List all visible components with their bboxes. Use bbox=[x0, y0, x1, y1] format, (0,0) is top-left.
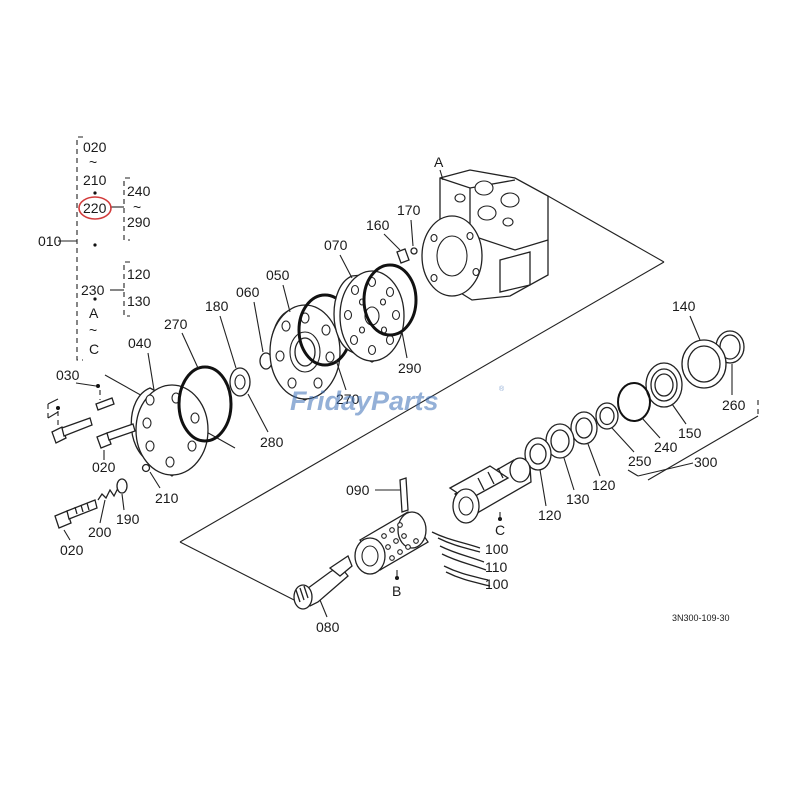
label-100-upper: 100 bbox=[485, 541, 509, 557]
seal-150 bbox=[645, 362, 683, 408]
o-ring-240 bbox=[617, 382, 651, 422]
bolt-020-upper bbox=[51, 406, 93, 444]
label-120-right: 120 bbox=[592, 477, 616, 493]
pin-030 bbox=[95, 384, 115, 411]
end-plate-040 bbox=[130, 384, 209, 477]
watermark-logo: FridayParts bbox=[290, 386, 439, 416]
watermark-registered: ® bbox=[499, 385, 505, 393]
label-030: 030 bbox=[56, 367, 80, 383]
label-270-right: 270 bbox=[336, 391, 360, 407]
label-250: 250 bbox=[628, 453, 652, 469]
tilde-1: ~ bbox=[89, 154, 97, 170]
label-A-housing: A bbox=[434, 154, 444, 170]
label-270-left: 270 bbox=[164, 316, 188, 332]
label-190: 190 bbox=[116, 511, 140, 527]
label-090: 090 bbox=[346, 482, 370, 498]
label-050: 050 bbox=[266, 267, 290, 283]
centering-springs-100-110 bbox=[431, 531, 491, 587]
valve-housing-A bbox=[421, 169, 549, 301]
label-230: 230 bbox=[81, 282, 105, 298]
label-070: 070 bbox=[324, 237, 348, 253]
label-170: 170 bbox=[397, 202, 421, 218]
label-260: 260 bbox=[722, 397, 746, 413]
label-220-highlighted: 220 bbox=[83, 200, 107, 216]
plug-160 bbox=[396, 248, 410, 264]
highlight-circle bbox=[78, 196, 112, 220]
label-300: 300 bbox=[694, 454, 718, 470]
label-280: 280 bbox=[260, 434, 284, 450]
hierarchy-bracket bbox=[58, 136, 130, 361]
label-C: C bbox=[495, 522, 505, 538]
drive-shaft-080 bbox=[293, 555, 353, 610]
label-160: 160 bbox=[366, 217, 390, 233]
o-ring-290 bbox=[362, 263, 418, 337]
bolt-020-middle bbox=[96, 423, 136, 449]
label-180: 180 bbox=[205, 298, 229, 314]
label-110: 110 bbox=[485, 559, 508, 575]
cap-190 bbox=[116, 478, 128, 494]
label-080: 080 bbox=[316, 619, 340, 635]
spring-200 bbox=[97, 487, 119, 501]
label-240: 240 bbox=[654, 439, 678, 455]
sleeve-B bbox=[354, 511, 429, 575]
ring-140 bbox=[681, 339, 727, 389]
label-200: 200 bbox=[88, 524, 112, 540]
label-290-top: 290 bbox=[127, 214, 151, 230]
label-120-left: 120 bbox=[538, 507, 562, 523]
valve-plate-070 bbox=[333, 270, 405, 363]
ring-250 bbox=[595, 402, 619, 430]
label-120-top: 120 bbox=[127, 266, 151, 282]
label-150: 150 bbox=[678, 425, 702, 441]
ring-170 bbox=[410, 247, 418, 255]
label-210-top: 210 bbox=[83, 172, 107, 188]
pin-090 bbox=[399, 477, 409, 513]
label-240-top: 240 bbox=[127, 183, 151, 199]
label-100-lower: 100 bbox=[485, 576, 509, 592]
label-060: 060 bbox=[236, 284, 260, 300]
label-A-top: A bbox=[89, 305, 99, 321]
bolt-020-lower bbox=[54, 499, 98, 529]
label-130: 130 bbox=[566, 491, 590, 507]
label-010: 010 bbox=[38, 233, 62, 249]
o-ring-270-left bbox=[177, 365, 233, 443]
tilde-3: ~ bbox=[89, 322, 97, 338]
spool-C bbox=[448, 457, 532, 524]
tilde-2: ~ bbox=[133, 199, 141, 215]
label-020-top: 020 bbox=[83, 139, 107, 155]
label-020-lower: 020 bbox=[60, 542, 84, 558]
label-130-top: 130 bbox=[127, 293, 151, 309]
diagram-code: 3N300-109-30 bbox=[672, 613, 730, 623]
label-040: 040 bbox=[128, 335, 152, 351]
ball-210 bbox=[141, 463, 151, 473]
label-B: B bbox=[392, 583, 401, 599]
label-C-top: C bbox=[89, 341, 99, 357]
label-020-middle: 020 bbox=[92, 459, 116, 475]
label-140: 140 bbox=[672, 298, 696, 314]
label-210: 210 bbox=[155, 490, 179, 506]
label-290: 290 bbox=[398, 360, 422, 376]
washer-120-left bbox=[524, 437, 552, 471]
washer-120-right bbox=[570, 411, 598, 445]
